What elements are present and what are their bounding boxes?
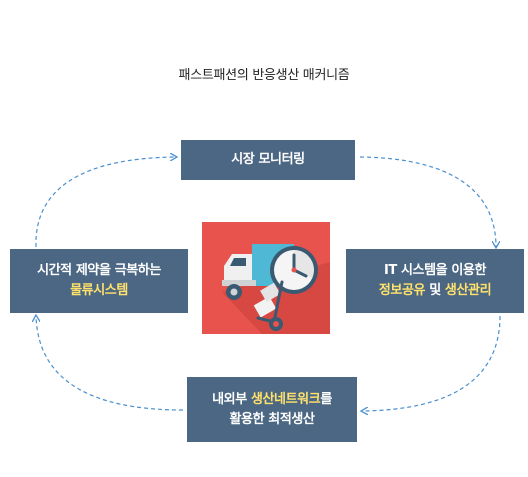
box-logistics-system: 시간적 제약을 극복하는 물류시스템: [10, 249, 188, 313]
box-it-hl1: 정보공유: [378, 283, 426, 298]
logistics-illustration: [202, 222, 330, 334]
arrow-top-to-right: [359, 156, 496, 247]
box-network-line2: 활용한 최적생산: [229, 411, 315, 427]
box-network-post: 를: [320, 391, 332, 407]
box-it-system: IT 시스템을 이용한 정보공유 및 생산관리: [346, 249, 524, 313]
box-logistics-line2: 물류시스템: [70, 283, 128, 298]
box-network-line1: 내외부 생산네트워크를: [212, 390, 332, 410]
box-it-mid: 및: [425, 283, 445, 298]
box-market-monitoring: 시장 모니터링: [181, 140, 355, 180]
diagram-title: 패스트패션의 반응생산 매커니즘: [178, 68, 350, 83]
arrow-bottom-to-left: [36, 316, 184, 411]
box-it-line2: 정보공유 및 생산관리: [378, 281, 492, 301]
box-network-pre: 내외부: [212, 391, 251, 407]
box-production-network: 내외부 생산네트워크를 활용한 최적생산: [187, 377, 357, 442]
arrow-right-to-bottom: [362, 315, 501, 411]
arrow-left-to-top: [35, 157, 176, 248]
box-it-line1: IT 시스템을 이용한: [383, 263, 487, 278]
clock-icon: [270, 246, 318, 294]
box-market-monitoring-label: 시장 모니터링: [231, 152, 305, 167]
box-it-hl2: 생산관리: [444, 283, 492, 298]
box-logistics-line1: 시간적 제약을 극복하는: [37, 263, 161, 278]
box-network-hl: 생산네트워크: [250, 391, 321, 407]
hand-truck-icon: [253, 280, 284, 331]
